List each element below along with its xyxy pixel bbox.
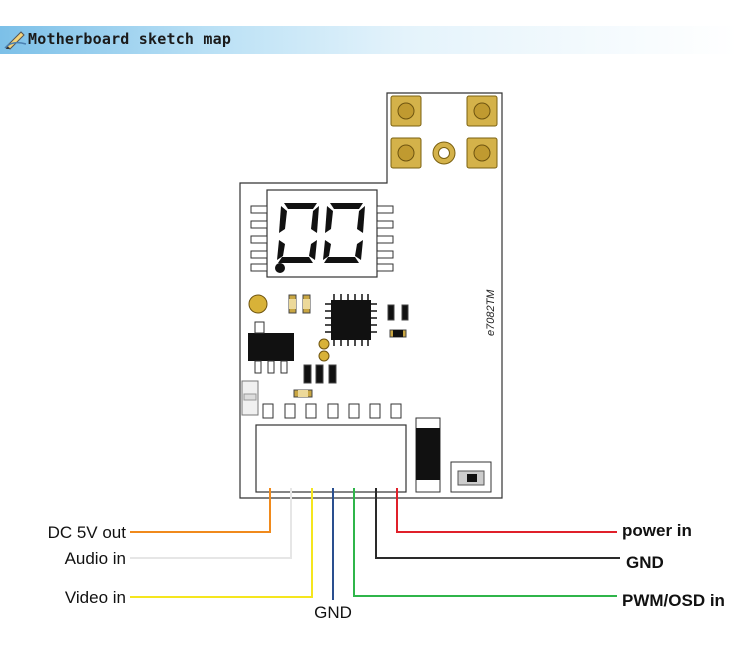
wire-pwm-osd-in	[353, 488, 617, 597]
components	[241, 294, 409, 416]
page-title: Motherboard sketch map	[28, 30, 232, 48]
pen-icon	[4, 31, 27, 50]
ic-chip	[331, 300, 371, 340]
wire-gnd-right	[375, 488, 620, 559]
label-gnd-right: GND	[626, 553, 664, 572]
board-model-label: e7082TM	[485, 289, 497, 336]
label-power-in: power in	[622, 521, 692, 540]
wire-dc5v-out	[130, 488, 271, 533]
diode	[415, 417, 441, 493]
header-bar	[0, 26, 738, 54]
antenna-pads	[390, 95, 498, 169]
wire-video-in	[130, 488, 313, 598]
label-pwm-osd-in: PWM/OSD in	[622, 591, 725, 610]
slide-switch	[450, 461, 492, 493]
seven-segment-display	[250, 189, 394, 278]
label-audio-in: Audio in	[65, 549, 126, 568]
pin-header-connector	[255, 403, 407, 493]
wire-power-in	[396, 488, 617, 533]
wire-audio-in	[130, 488, 292, 559]
label-dc5v-out: DC 5V out	[48, 523, 127, 542]
label-video-in: Video in	[65, 588, 126, 607]
label-gnd-bottom: GND	[314, 603, 352, 622]
wires	[130, 488, 620, 600]
